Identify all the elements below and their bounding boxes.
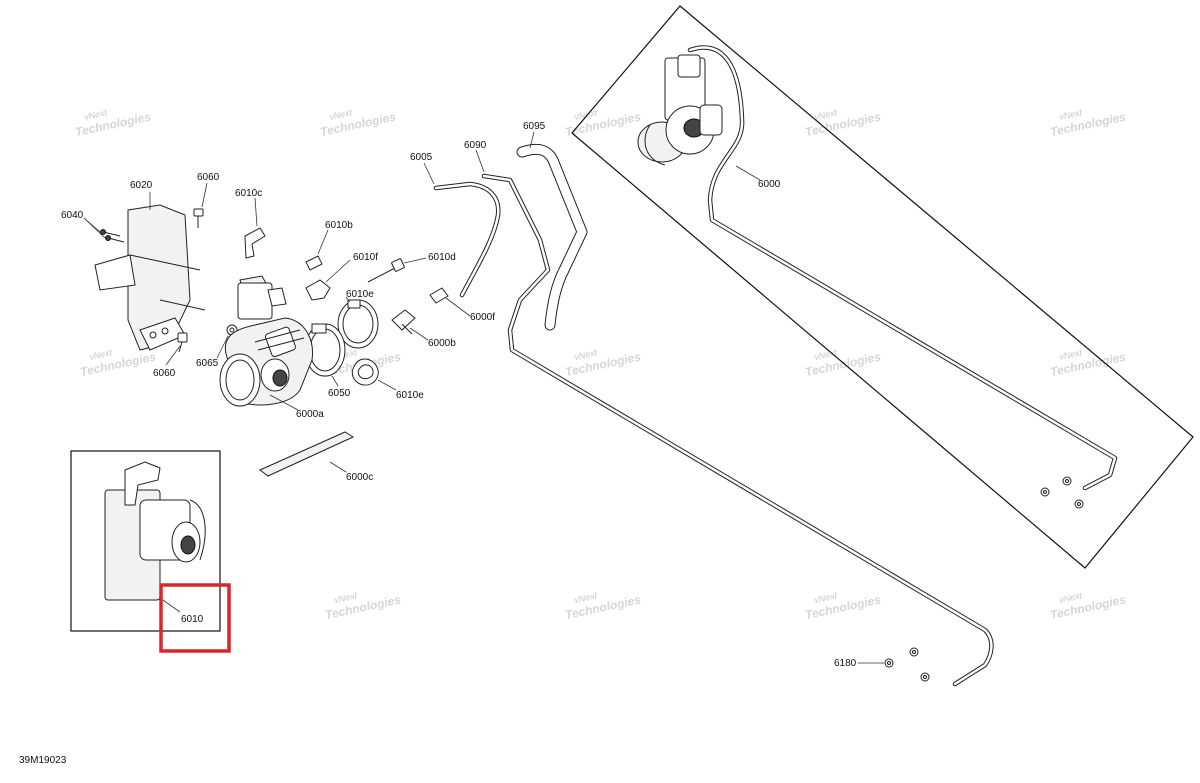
pump-module-icon bbox=[104, 461, 206, 601]
callout-6010f[interactable]: 6010f bbox=[353, 252, 378, 263]
callout-6065[interactable]: 6065 bbox=[196, 358, 219, 369]
diagram-code: 39M19023 bbox=[19, 755, 67, 766]
callout-6060-top[interactable]: 6060 bbox=[197, 172, 220, 183]
line-6090[interactable]: 6090 bbox=[464, 140, 994, 687]
callout-6020[interactable]: 6020 bbox=[130, 180, 153, 191]
watermark-line1: vNext bbox=[328, 107, 353, 122]
pad-6000c[interactable]: 6000c bbox=[259, 431, 373, 483]
callout-6005[interactable]: 6005 bbox=[410, 152, 433, 163]
fitting-6010b[interactable]: 6010c bbox=[235, 188, 266, 259]
callout-6060-bottom[interactable]: 6060 bbox=[153, 368, 176, 379]
watermark-line1: vNext bbox=[573, 590, 598, 605]
watermark: vNext Technologies bbox=[319, 107, 397, 139]
callout-6010a[interactable]: 6010b bbox=[325, 220, 353, 231]
watermark: vNext Technologies bbox=[804, 347, 882, 379]
watermark-line1: vNext bbox=[1058, 590, 1083, 605]
callout-6095[interactable]: 6095 bbox=[523, 121, 546, 132]
callout-6040[interactable]: 6040 bbox=[61, 210, 84, 221]
pump-assembly-icon bbox=[637, 54, 723, 166]
watermark-line1: vNext bbox=[333, 590, 358, 605]
bolt-6060-bottom[interactable]: 6060 bbox=[153, 332, 188, 379]
watermark-line1: vNext bbox=[573, 107, 598, 122]
watermark-line1: vNext bbox=[83, 107, 108, 122]
watermark: vNext Technologies bbox=[1049, 107, 1127, 139]
callout-6010d[interactable]: 6010e bbox=[346, 289, 374, 300]
callout-6000c[interactable]: 6000c bbox=[346, 472, 373, 483]
callout-6010e[interactable]: 6010e bbox=[396, 390, 424, 401]
clamp-6050[interactable]: 6050 bbox=[304, 323, 351, 399]
watermark-line1: vNext bbox=[573, 347, 598, 362]
callout-6010c[interactable]: 6010d bbox=[428, 252, 456, 263]
watermark-line1: vNext bbox=[813, 590, 838, 605]
bracket-6020[interactable]: 6020 bbox=[94, 180, 206, 351]
highlight-box bbox=[159, 583, 231, 653]
watermark: vNext Technologies bbox=[324, 590, 402, 622]
sensor-6010c[interactable]: 6010d bbox=[367, 252, 456, 283]
nut-6180[interactable]: 6180 bbox=[834, 647, 930, 682]
gasket-6010e[interactable]: 6010e bbox=[351, 358, 424, 401]
watermark: vNext Technologies bbox=[564, 590, 642, 622]
inset-6010-frame[interactable] bbox=[70, 450, 221, 632]
watermark: vNext Technologies bbox=[1049, 590, 1127, 622]
watermark-line1: vNext bbox=[813, 107, 838, 122]
watermark: vNext Technologies bbox=[74, 107, 152, 139]
nut-6065[interactable]: 6065 bbox=[196, 324, 238, 369]
fitting-6000f[interactable]: 6000f bbox=[429, 287, 495, 323]
nut-icon bbox=[1040, 476, 1084, 509]
fitting-6010f[interactable]: 6010f bbox=[305, 252, 378, 301]
callout-6180[interactable]: 6180 bbox=[834, 658, 857, 669]
bolt-6040[interactable]: 6040 bbox=[61, 210, 125, 243]
watermark: vNext Technologies bbox=[564, 107, 642, 139]
callout-6050[interactable]: 6050 bbox=[328, 388, 351, 399]
hose-6005[interactable]: 6005 bbox=[410, 152, 501, 298]
pump-6000a[interactable]: 6000a bbox=[219, 275, 324, 420]
clamp-6010d[interactable]: 6010e bbox=[337, 289, 379, 349]
watermark: vNext Technologies bbox=[1049, 347, 1127, 379]
callout-6000[interactable]: 6000 bbox=[758, 179, 781, 190]
watermark: vNext Technologies bbox=[564, 347, 642, 379]
callout-6000b[interactable]: 6000b bbox=[428, 338, 456, 349]
bolt-6060-top[interactable]: 6060 bbox=[193, 172, 220, 228]
watermark-line1: vNext bbox=[1058, 107, 1083, 122]
assembly-6000-frame[interactable]: 6000 bbox=[571, 5, 1194, 569]
watermark-line1: vNext bbox=[1058, 347, 1083, 362]
callout-6000f[interactable]: 6000f bbox=[470, 312, 495, 323]
callout-6090[interactable]: 6090 bbox=[464, 140, 487, 151]
callout-6000a[interactable]: 6000a bbox=[296, 409, 324, 420]
watermark-line1: vNext bbox=[813, 347, 838, 362]
fitting-6010a[interactable]: 6010b bbox=[305, 220, 353, 271]
watermark-line1: vNext bbox=[88, 347, 113, 362]
callout-6010b[interactable]: 6010c bbox=[235, 188, 262, 199]
callout-6010[interactable]: 6010 bbox=[181, 614, 204, 625]
fitting-6000b[interactable]: 6000b bbox=[391, 309, 456, 349]
hose-6095[interactable]: 6095 bbox=[516, 121, 588, 331]
watermark: vNext Technologies bbox=[804, 590, 882, 622]
